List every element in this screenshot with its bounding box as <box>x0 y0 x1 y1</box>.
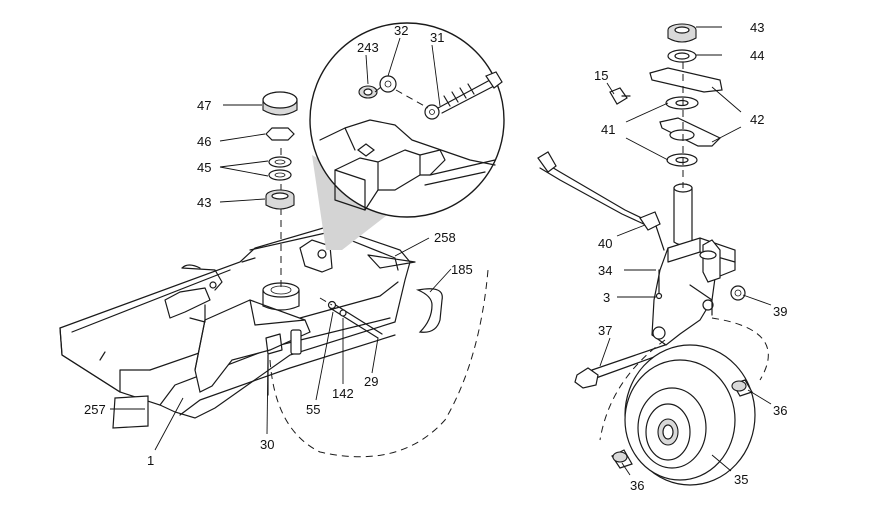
label-36-bottom: 36 <box>630 478 644 493</box>
leader-lines <box>110 26 772 476</box>
label-37: 37 <box>598 323 612 338</box>
label-55: 55 <box>306 402 320 417</box>
label-43-right: 43 <box>750 20 764 35</box>
decal-258 <box>367 254 416 269</box>
label-243: 243 <box>357 40 379 55</box>
label-257: 257 <box>84 402 106 417</box>
label-30: 30 <box>260 437 274 452</box>
label-45: 45 <box>197 160 211 175</box>
label-1: 1 <box>147 453 154 468</box>
label-42: 42 <box>750 112 764 127</box>
detail-circle <box>309 22 505 218</box>
label-258: 258 <box>434 230 456 245</box>
label-34: 34 <box>598 263 612 278</box>
label-41: 41 <box>601 122 615 137</box>
part-labels: 47 46 45 43 243 32 31 258 185 257 1 30 5… <box>84 20 787 493</box>
nut-46 <box>265 127 295 141</box>
label-185: 185 <box>451 262 473 277</box>
frame-assembly <box>59 148 443 429</box>
label-36-right: 36 <box>773 403 787 418</box>
pivot-hardware-stack <box>262 91 298 210</box>
label-32: 32 <box>394 23 408 38</box>
label-47: 47 <box>197 98 211 113</box>
label-31: 31 <box>430 30 444 45</box>
washer-45a <box>268 156 292 168</box>
label-15: 15 <box>594 68 608 83</box>
label-39: 39 <box>773 304 787 319</box>
label-29: 29 <box>364 374 378 389</box>
label-46: 46 <box>197 134 211 149</box>
caster-assembly <box>537 23 769 486</box>
guard-185 <box>415 288 443 333</box>
decal-257 <box>112 395 149 429</box>
label-40: 40 <box>598 236 612 251</box>
label-43-left: 43 <box>197 195 211 210</box>
label-3: 3 <box>603 290 610 305</box>
label-44: 44 <box>750 48 764 63</box>
washer-45b <box>268 169 292 181</box>
label-142: 142 <box>332 386 354 401</box>
label-35: 35 <box>734 472 748 487</box>
